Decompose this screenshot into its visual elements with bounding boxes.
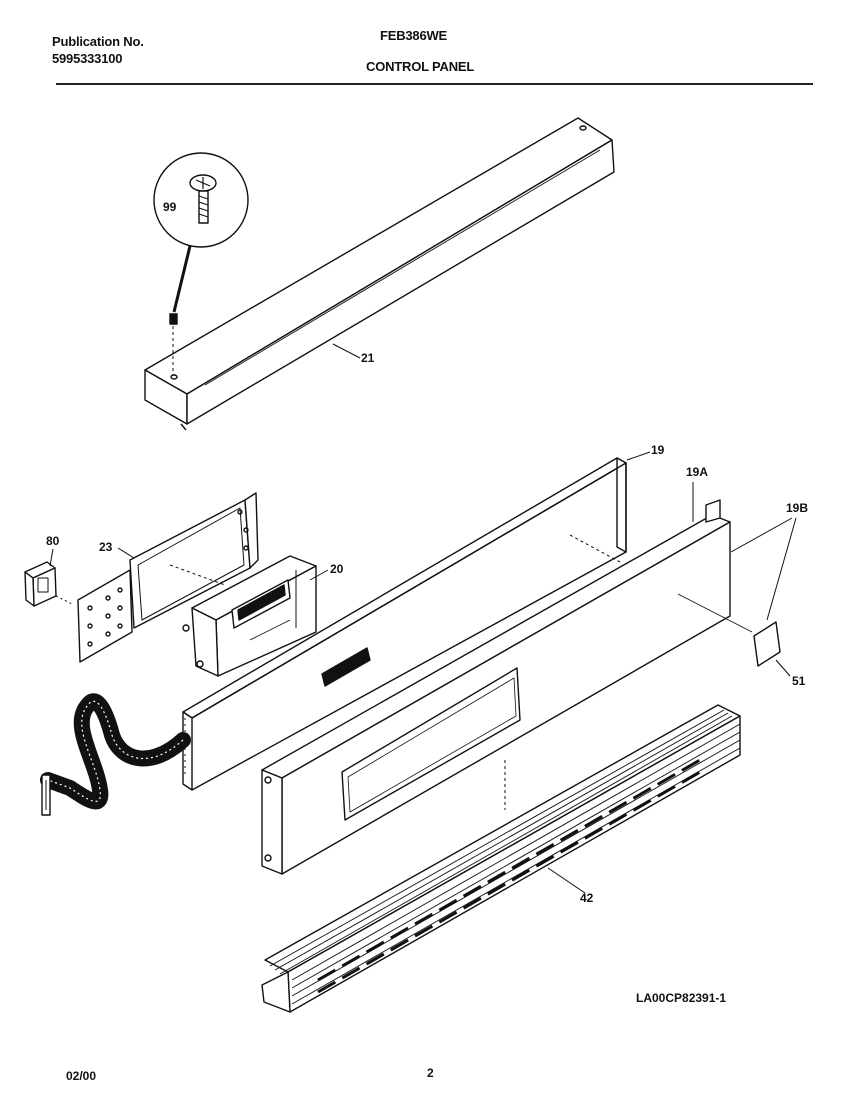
- label-19A: 19A: [686, 465, 708, 479]
- part-19A-control-panel: [261, 499, 753, 875]
- publication-number: 5995333100: [52, 51, 123, 66]
- part-20-control-board: [182, 555, 329, 677]
- part-51-label: [730, 517, 797, 677]
- model-number: FEB386WE: [380, 28, 448, 43]
- label-99: 99: [163, 200, 177, 214]
- header-rule: [56, 83, 813, 85]
- section-title: CONTROL PANEL: [366, 59, 475, 74]
- part-42-vent-trim: [261, 704, 741, 1013]
- label-51: 51: [792, 674, 806, 688]
- label-20: 20: [330, 562, 344, 576]
- drawing-id: LA00CP82391-1: [636, 991, 727, 1005]
- label-21: 21: [361, 351, 375, 365]
- label-19B: 19B: [786, 501, 808, 515]
- part-80-connector: [24, 548, 73, 607]
- part-19-panel-glass: [182, 457, 627, 791]
- publication-label: Publication No.: [52, 34, 144, 49]
- footer-date: 02/00: [66, 1069, 97, 1083]
- part-23-bracket: [77, 492, 259, 663]
- label-42: 42: [580, 891, 594, 905]
- label-19: 19: [651, 443, 665, 457]
- label-23: 23: [99, 540, 113, 554]
- label-80: 80: [46, 534, 60, 548]
- part-99-screw-callout: [153, 152, 249, 375]
- part-21-top-trim: [144, 117, 615, 431]
- wire-harness: [40, 693, 191, 816]
- page-number: 2: [427, 1066, 434, 1080]
